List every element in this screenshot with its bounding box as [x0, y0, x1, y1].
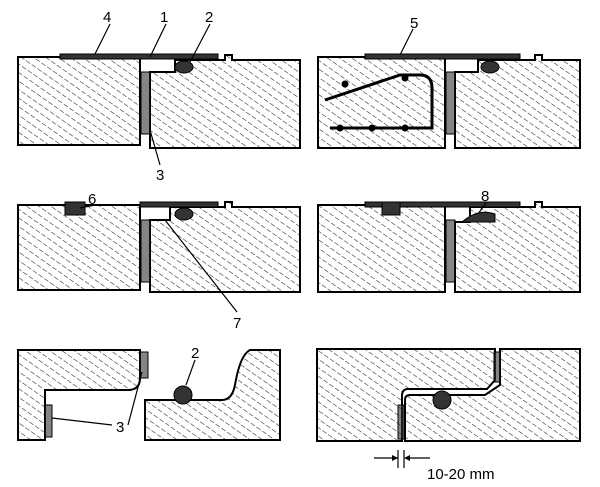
joint-filler — [445, 71, 456, 135]
sealant-profile-8 — [460, 211, 496, 223]
round-seal — [432, 390, 452, 410]
slab-right — [404, 348, 581, 442]
rebar-dots — [336, 74, 409, 132]
sealant-2 — [174, 60, 194, 74]
round-seal-2 — [173, 385, 193, 405]
label-3: 3 — [156, 167, 164, 184]
label-1: 1 — [160, 9, 168, 26]
label-7: 7 — [233, 315, 241, 332]
groove-element — [144, 349, 281, 441]
sealant — [174, 207, 194, 221]
joint-filler — [140, 219, 151, 283]
dimension-marker — [374, 450, 430, 468]
sealant — [480, 60, 500, 74]
dimension-label: 10-20 mm — [427, 466, 495, 483]
slab-right — [454, 54, 581, 149]
panel-joint-5: 3 2 — [17, 345, 281, 441]
joint-filler — [397, 404, 405, 440]
slab-left — [317, 204, 446, 293]
slab-right — [149, 201, 301, 293]
joint-filler-3 — [44, 404, 53, 438]
joint-filler — [493, 351, 501, 383]
surface-seal-4 — [59, 53, 219, 60]
panel-joint-3: 6 7 — [17, 191, 301, 332]
label-2: 2 — [191, 345, 199, 362]
joint-filler-3 — [140, 71, 151, 135]
slab-left — [17, 56, 141, 146]
groove-seal — [381, 201, 401, 216]
label-6: 6 — [88, 191, 96, 208]
panel-joint-1: 4 1 2 3 — [17, 9, 301, 184]
reinforcement-bar-5 — [324, 73, 434, 130]
panel-joint-2: 5 — [317, 15, 581, 149]
label-5: 5 — [410, 15, 418, 32]
slab-left — [317, 56, 446, 149]
groove-seal-6 — [64, 201, 86, 216]
label-3: 3 — [116, 419, 124, 436]
surface-seal — [139, 201, 219, 208]
surface-seal — [364, 201, 521, 208]
joint-filler — [139, 351, 149, 379]
panel-joint-4: 8 — [317, 188, 581, 293]
surface-seal — [364, 53, 521, 60]
label-2: 2 — [205, 9, 213, 26]
slab-left — [17, 204, 141, 291]
label-4: 4 — [103, 9, 111, 26]
joint-filler — [445, 219, 456, 283]
slab-left — [316, 348, 496, 442]
label-8: 8 — [481, 188, 489, 205]
slab-right — [149, 54, 301, 149]
panel-joint-6: 10-20 mm — [316, 348, 581, 483]
